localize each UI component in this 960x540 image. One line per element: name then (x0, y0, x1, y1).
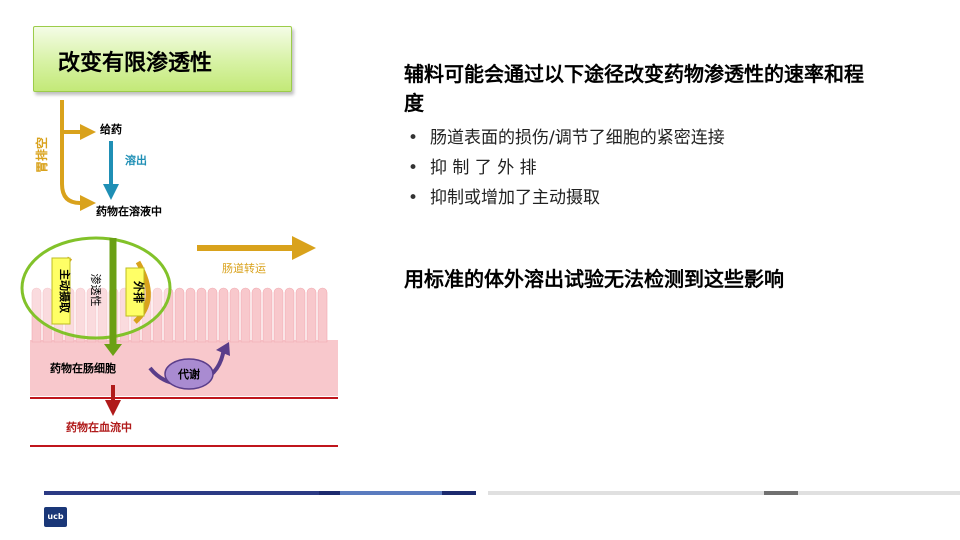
active-uptake-box (51, 257, 71, 325)
dissolution-label: 溶出 (125, 153, 147, 167)
title-box: 改变有限渗透性 (33, 26, 292, 92)
bullet-item: 抑 制 了 外 排 (408, 154, 725, 184)
metabolism-label: 代谢 (177, 367, 200, 381)
villus (306, 287, 317, 343)
footer-bar-blue (340, 491, 442, 495)
footer-bar-light (488, 491, 764, 495)
intestinal-transit-label: 肠道转运 (222, 261, 266, 275)
bullet-item: 肠道表面的损伤/调节了细胞的紧密连接 (408, 124, 725, 154)
villus (86, 287, 97, 343)
villus (262, 287, 273, 343)
active-uptake-label: 主动摄取 (58, 269, 72, 313)
villus (229, 287, 240, 343)
villus (251, 287, 262, 343)
permeability-label: 渗透性 (89, 274, 103, 307)
permeability-arrowhead (104, 344, 122, 356)
villus (273, 287, 284, 343)
page-title: 改变有限渗透性 (58, 51, 213, 76)
permeability-diagram: 胃排空 给药 溶出 药物在溶液中 肠道转运 渗透性 主动摄取 外排 药物在肠细胞… (20, 100, 338, 447)
villus (284, 287, 295, 343)
drug-in-solution-label: 药物在溶液中 (96, 204, 162, 218)
villus (97, 287, 108, 343)
metabolism-bubble (164, 358, 214, 390)
ucb-logo: ucb (44, 507, 67, 527)
footer-bar-dark2 (442, 491, 476, 495)
drug-in-blood-label: 药物在血流中 (66, 420, 132, 434)
villus (218, 287, 229, 343)
gastric-emptying-arrow-top (60, 100, 96, 140)
villus (207, 287, 218, 343)
gastric-emptying-arrow-bottom (60, 132, 96, 211)
villus (31, 287, 42, 343)
bullet-item: 抑制或增加了主动摄取 (408, 184, 725, 214)
metabolism-arrowhead (216, 342, 230, 356)
dosing-label: 给药 (100, 122, 122, 136)
footer-bar-dark (319, 491, 340, 495)
villus (196, 287, 207, 343)
efflux-label: 外排 (132, 280, 146, 303)
bullet-list: 肠道表面的损伤/调节了细胞的紧密连接 抑 制 了 外 排 抑制或增加了主动摄取 (408, 124, 725, 214)
villus (75, 287, 86, 343)
villus (174, 287, 185, 343)
drug-in-enterocyte-label: 药物在肠细胞 (50, 361, 116, 375)
footer-bar-light2 (798, 491, 960, 495)
efflux-box (125, 267, 145, 317)
footer-bar-navy (44, 491, 319, 495)
villus (240, 287, 251, 343)
villus (295, 287, 306, 343)
conclusion-note: 用标准的体外溶出试验无法检测到这些影响 (404, 267, 784, 291)
footer-bar-gray (764, 491, 798, 495)
villus (317, 287, 328, 343)
villus (185, 287, 196, 343)
main-heading: 辅料可能会通过以下途径改变药物渗透性的速率和程度 (404, 62, 864, 115)
gastric-emptying-label: 胃排空 (34, 137, 49, 173)
